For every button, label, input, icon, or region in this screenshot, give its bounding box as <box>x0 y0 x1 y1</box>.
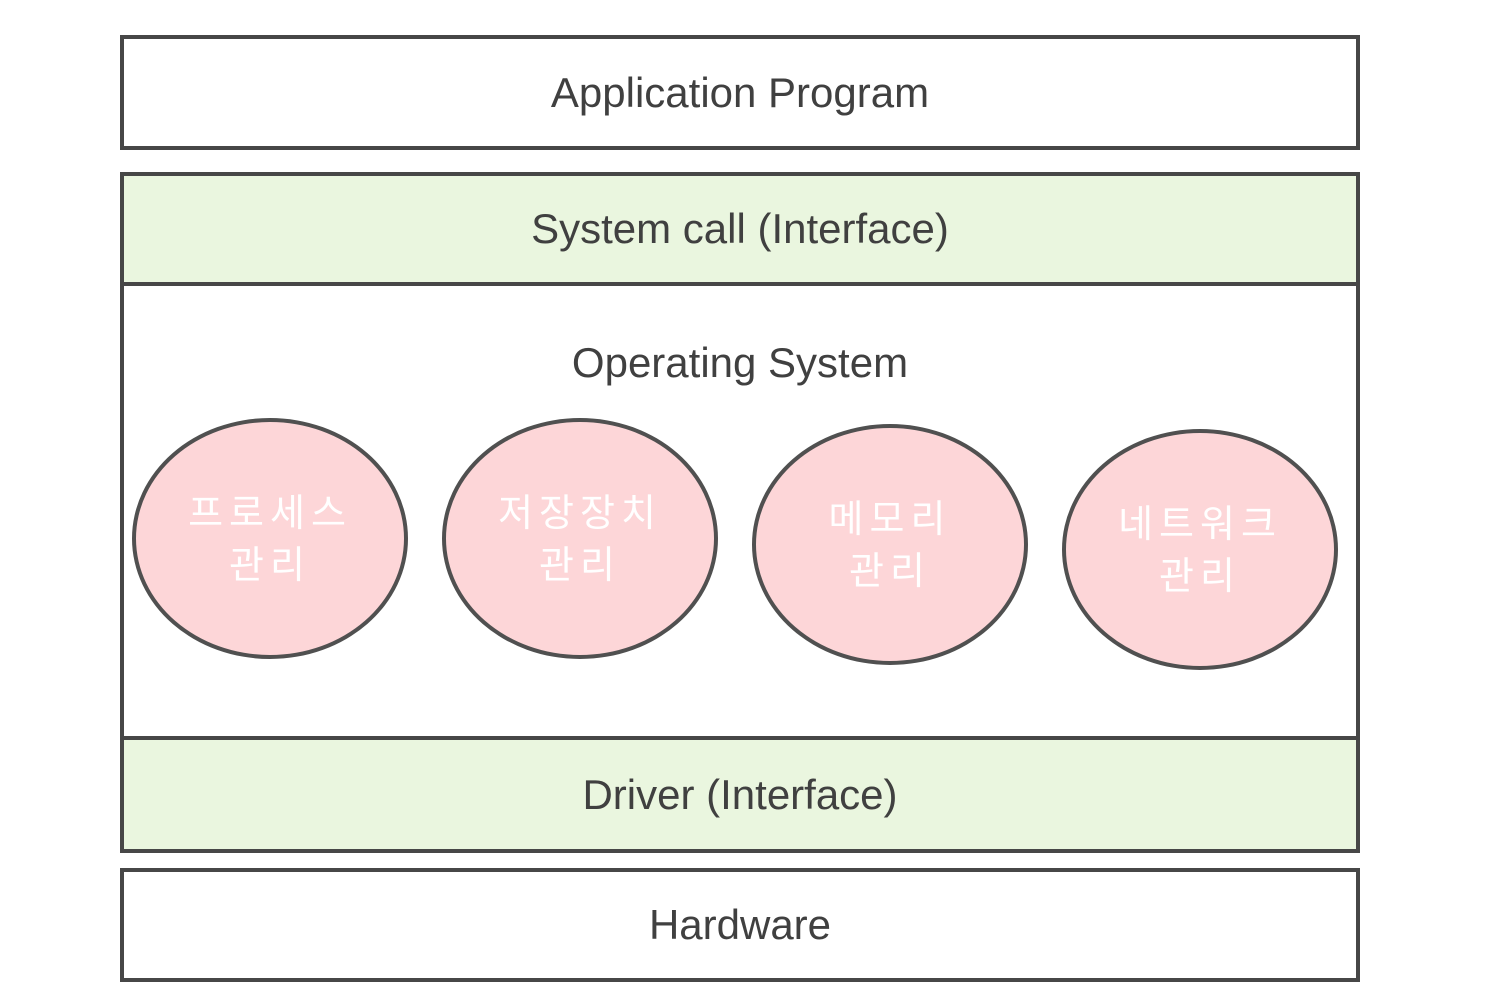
memory-management-module: 메모리 관리 <box>752 424 1028 665</box>
module-label-line1: 저장장치 <box>498 490 662 535</box>
application-program-label: Application Program <box>550 68 930 116</box>
module-label-line2: 관리 <box>229 542 311 587</box>
module-label-line1: 메모리 <box>828 496 952 541</box>
module-label-line2: 관리 <box>539 542 621 587</box>
process-management-module: 프로세스 관리 <box>132 418 408 659</box>
application-program-layer: Application Program <box>120 35 1360 150</box>
hardware-label: Hardware <box>648 901 832 948</box>
module-label-line2: 관리 <box>849 548 931 593</box>
system-call-interface-layer: System call (Interface) <box>124 176 1356 286</box>
storage-management-module: 저장장치 관리 <box>442 418 718 659</box>
hardware-layer: Hardware <box>120 868 1360 982</box>
driver-label: Driver (Interface) <box>582 770 898 818</box>
network-management-module: 네트워크 관리 <box>1062 429 1338 670</box>
module-label-line2: 관리 <box>1159 553 1241 598</box>
operating-system-label: Operating System <box>571 339 909 386</box>
driver-interface-layer: Driver (Interface) <box>124 736 1356 849</box>
module-label-line1: 프로세스 <box>188 490 352 535</box>
system-call-label: System call (Interface) <box>531 205 949 252</box>
module-label-line1: 네트워크 <box>1118 501 1282 546</box>
